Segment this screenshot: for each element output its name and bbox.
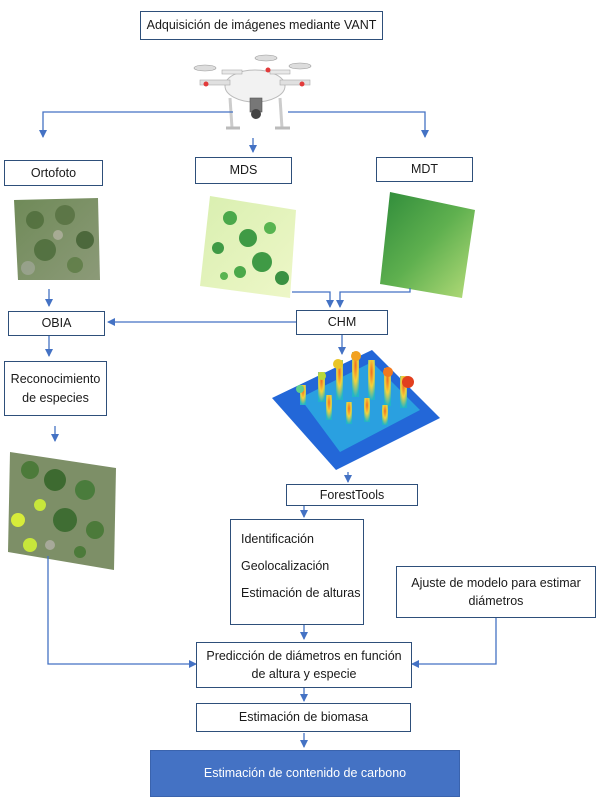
- dsm-image: [200, 196, 296, 298]
- prediccion-box: Predicción de diámetros en función de al…: [196, 642, 412, 688]
- mdt-box: MDT: [376, 157, 473, 182]
- foresttools-box: ForestTools: [286, 484, 418, 506]
- species-classified-image: [8, 452, 116, 570]
- drone-image: [193, 54, 312, 130]
- biomasa-label: Estimación de biomasa: [238, 710, 369, 725]
- chm-3d-image: [272, 350, 440, 470]
- mds-label: MDS: [229, 163, 258, 178]
- connectors: [39, 111, 497, 748]
- ortofoto-label: Ortofoto: [30, 165, 77, 180]
- chm-box: CHM: [296, 310, 388, 335]
- mds-box: MDS: [195, 157, 292, 184]
- reconocimiento-box: Reconocimiento de especies: [4, 361, 107, 416]
- process-item-alturas: Estimación de alturas: [241, 586, 361, 601]
- ajuste-line2: diámetros: [468, 594, 524, 608]
- mdt-label: MDT: [410, 162, 439, 177]
- process-item-identificacion: Identificación: [241, 532, 314, 546]
- prediccion-line1: Predicción de diámetros en función: [206, 648, 402, 663]
- obia-box: OBIA: [8, 311, 105, 336]
- foresttools-label: ForestTools: [319, 487, 385, 502]
- title-box: Adquisición de imágenes mediante VANT: [140, 11, 383, 40]
- carbono-label: Estimación de contenido de carbono: [203, 766, 407, 781]
- dtm-image: [380, 192, 475, 298]
- ajuste-line1: Ajuste de modelo para estimar: [411, 575, 581, 590]
- ajuste-box: Ajuste de modelo para estimar diámetros: [396, 566, 596, 618]
- chm-label: CHM: [327, 315, 357, 330]
- orthophoto-image: [14, 198, 100, 280]
- process-item-geolocalizacion: Geolocalización: [241, 559, 330, 574]
- obia-label: OBIA: [41, 316, 72, 331]
- title-label: Adquisición de imágenes mediante VANT: [146, 18, 377, 33]
- carbono-box: Estimación de contenido de carbono: [150, 750, 460, 797]
- reconocimiento-line1: Reconocimiento: [10, 372, 101, 387]
- process-list-box: Identificación Geolocalización Estimació…: [230, 519, 364, 625]
- prediccion-line2: de altura y especie: [251, 667, 357, 681]
- ortofoto-box: Ortofoto: [4, 160, 103, 186]
- reconocimiento-line2: de especies: [22, 390, 89, 405]
- biomasa-box: Estimación de biomasa: [196, 703, 411, 732]
